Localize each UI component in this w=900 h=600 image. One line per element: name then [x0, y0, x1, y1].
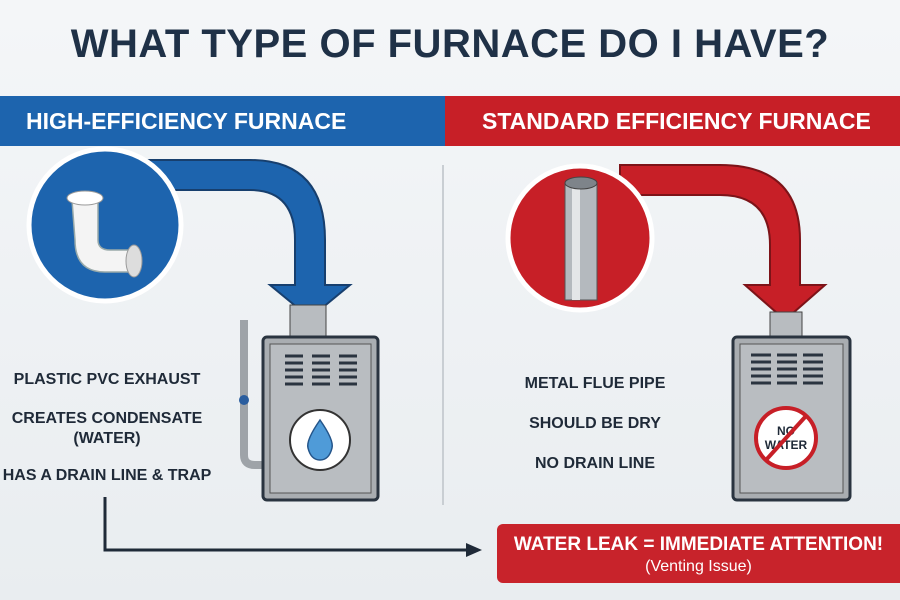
feature-drain-line: HAS A DRAIN LINE & TRAP	[2, 467, 212, 484]
connector-arrow	[103, 497, 468, 552]
feature-pvc-exhaust: PLASTIC PVC EXHAUST	[13, 371, 201, 388]
feature-condensate: CREATES CONDENSATE	[11, 410, 203, 427]
feature-no-drain: NO DRAIN LINE	[535, 455, 655, 472]
high-efficiency-header: HIGH-EFFICIENCY FURNACE	[0, 96, 445, 146]
standard-efficiency-header: STANDARD EFFICIENCY FURNACE	[445, 96, 900, 146]
warning-title: WATER LEAK = IMMEDIATE ATTENTION!	[513, 534, 884, 555]
standard-efficiency-furnace: NO WATER	[731, 311, 852, 502]
metal-flue-pipe-icon	[505, 163, 655, 313]
drain-valve	[239, 395, 249, 405]
no-water-sign-icon: NO WATER	[754, 406, 818, 470]
page-title: WHAT TYPE OF FURNACE DO I HAVE?	[70, 22, 830, 66]
drain-line	[240, 320, 262, 469]
red-arrow	[619, 164, 828, 322]
warning-box: WATER LEAK = IMMEDIATE ATTENTION! (Venti…	[497, 524, 900, 583]
feature-should-be-dry: SHOULD BE DRY	[529, 415, 661, 432]
water-drop-icon	[307, 418, 333, 461]
blue-arrow	[139, 159, 353, 320]
feature-condensate-water: (WATER)	[73, 430, 141, 447]
pvc-elbow-pipe-icon	[26, 146, 184, 304]
warning-subtitle: (Venting Issue)	[645, 558, 752, 575]
feature-metal-flue: METAL FLUE PIPE	[524, 375, 666, 392]
high-efficiency-furnace	[239, 304, 380, 502]
